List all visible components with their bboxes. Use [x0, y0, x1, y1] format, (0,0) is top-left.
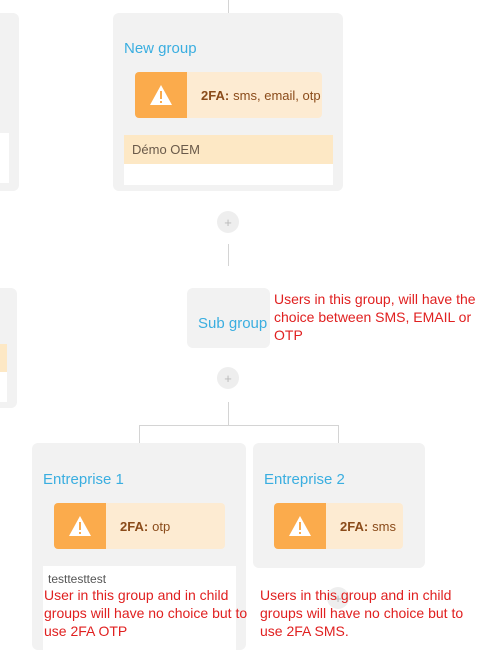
connector-sub-down [228, 402, 229, 426]
group-title[interactable]: Entreprise 2 [264, 471, 345, 488]
organization-name-text: testtesttest [48, 572, 107, 586]
group-card-sub-group[interactable]: Sub group [187, 288, 270, 348]
rule-label: 2FA: [201, 87, 230, 103]
warning-icon [54, 503, 106, 549]
group-card-new-group[interactable]: New group 2FA: sms, email, otp Démo OEM [113, 13, 343, 191]
rule-2fa[interactable]: 2FA: otp [54, 503, 225, 549]
group-title[interactable]: Sub group [198, 315, 268, 332]
connector-new-to-sub [228, 244, 229, 266]
organization-name[interactable]: testtesttest [43, 566, 236, 650]
rule-value: sms, email, otp [233, 87, 321, 103]
add-child-group-button[interactable]: + [327, 587, 349, 609]
plus-icon: + [224, 214, 232, 230]
rule-2fa[interactable]: 2FA: sms, email, otp [135, 72, 322, 118]
sub-group-annotation: Users in this group, will have the choic… [274, 291, 476, 343]
rule-text: 2FA: sms, email, otp [187, 72, 322, 118]
organization-name[interactable]: Démo OEM [124, 135, 333, 164]
warning-icon [135, 72, 187, 118]
add-child-group-button[interactable]: + [217, 367, 239, 389]
left-group-card-mid[interactable] [0, 288, 17, 408]
connector-right-drop [338, 425, 339, 443]
entreprise-1-annotation: User in this group and in child groups w… [44, 587, 248, 639]
group-title[interactable]: Entreprise 1 [43, 471, 124, 488]
rule-label: 2FA: [120, 518, 149, 534]
rule-label: 2FA: [340, 518, 369, 534]
group-card-entreprise-1[interactable]: Entreprise 1 2FA: otp testtesttest [32, 443, 246, 650]
rule-value: sms [372, 518, 397, 534]
warning-icon [274, 503, 326, 549]
plus-icon: + [224, 370, 232, 386]
rule-text: 2FA: otp [106, 503, 225, 549]
rule-value: otp [152, 518, 171, 534]
group-card-entreprise-2[interactable]: Entreprise 2 2FA: sms [253, 443, 425, 568]
left-card-top-white [0, 133, 9, 183]
rule-text: 2FA: sms [326, 503, 403, 549]
left-card-mid-strip [0, 344, 7, 372]
entreprise-2-annotation: Users in this group and in child groups … [260, 587, 464, 639]
rule-2fa[interactable]: 2FA: sms [274, 503, 403, 549]
left-group-card-top[interactable] [0, 13, 19, 191]
connector-top [228, 0, 229, 13]
organization-details [124, 164, 333, 185]
left-card-mid-white [0, 372, 7, 402]
plus-icon: + [334, 590, 342, 606]
group-title[interactable]: New group [124, 40, 197, 57]
connector-left-drop [139, 425, 140, 443]
add-child-group-button[interactable]: + [217, 211, 239, 233]
connector-branch [139, 425, 339, 426]
